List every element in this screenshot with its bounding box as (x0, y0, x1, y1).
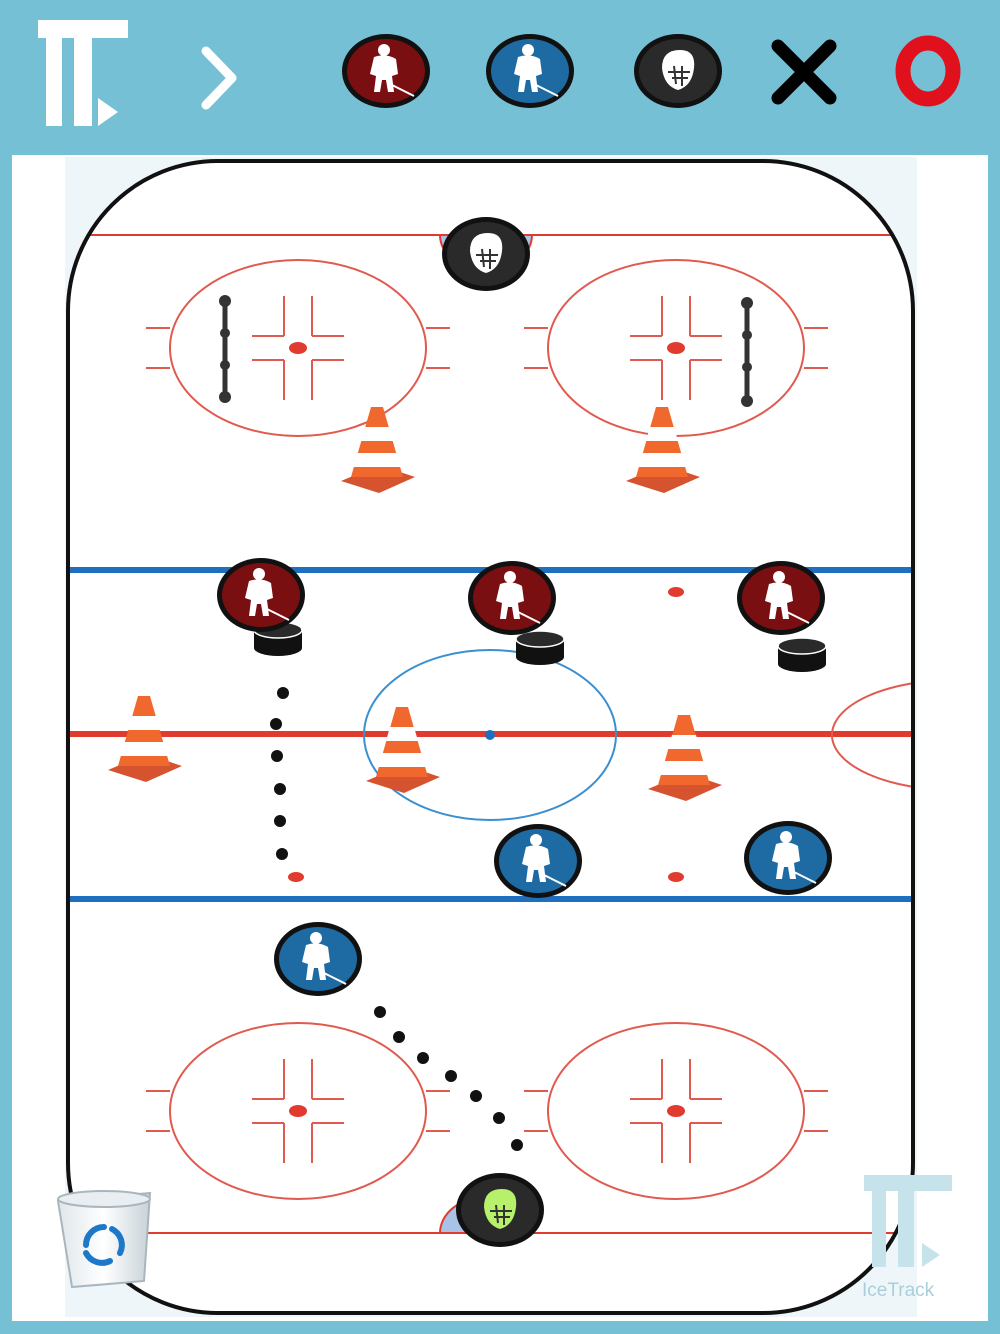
center-dot (485, 730, 495, 740)
red-skater-icon[interactable] (737, 561, 825, 635)
faceoff-dot (288, 872, 304, 882)
x-mark-icon[interactable] (768, 36, 840, 108)
recycle-bin-icon[interactable] (52, 1187, 158, 1291)
training-cone[interactable] (366, 707, 440, 793)
rink-surface[interactable] (12, 155, 988, 1321)
blue-skater-icon[interactable] (274, 922, 362, 996)
o-mark-icon[interactable] (894, 34, 964, 108)
brand-label: IceTrack (862, 1280, 935, 1301)
side-circle (831, 679, 913, 791)
chevron-right-icon[interactable] (198, 45, 242, 111)
rink-boards (66, 159, 915, 1315)
toolbar (0, 0, 1000, 150)
faceoff-dot (668, 587, 684, 597)
red-skater-icon[interactable] (468, 561, 556, 635)
icetrack-watermark-icon (864, 1175, 952, 1267)
red-skater-icon[interactable] (217, 558, 305, 632)
goalie-mask-icon[interactable] (632, 32, 724, 110)
path-dots[interactable] (270, 687, 289, 860)
training-cone[interactable] (626, 407, 700, 493)
faceoff-circle (524, 1022, 828, 1200)
red-skater-icon[interactable] (340, 32, 432, 110)
puck[interactable] (515, 630, 565, 665)
training-cone[interactable] (108, 696, 182, 782)
puck[interactable] (777, 637, 827, 672)
blue-skater-icon[interactable] (744, 821, 832, 895)
training-cone[interactable] (648, 715, 722, 801)
icetrack-logo-icon (38, 20, 128, 126)
training-cone[interactable] (341, 407, 415, 493)
stick[interactable] (219, 295, 231, 403)
rink-board[interactable] (12, 155, 988, 1321)
blue-line-bottom (68, 896, 913, 902)
blue-skater-icon[interactable] (484, 32, 576, 110)
blue-skater-icon[interactable] (494, 824, 582, 898)
center-circle (363, 649, 617, 821)
goalie-mask-icon[interactable] (442, 217, 530, 291)
faceoff-circle (146, 259, 450, 437)
goalie-mask-green-icon[interactable] (456, 1173, 544, 1247)
path-dots[interactable] (374, 1006, 523, 1151)
faceoff-dot (668, 872, 684, 882)
stick[interactable] (741, 297, 753, 407)
faceoff-circle (146, 1022, 450, 1200)
